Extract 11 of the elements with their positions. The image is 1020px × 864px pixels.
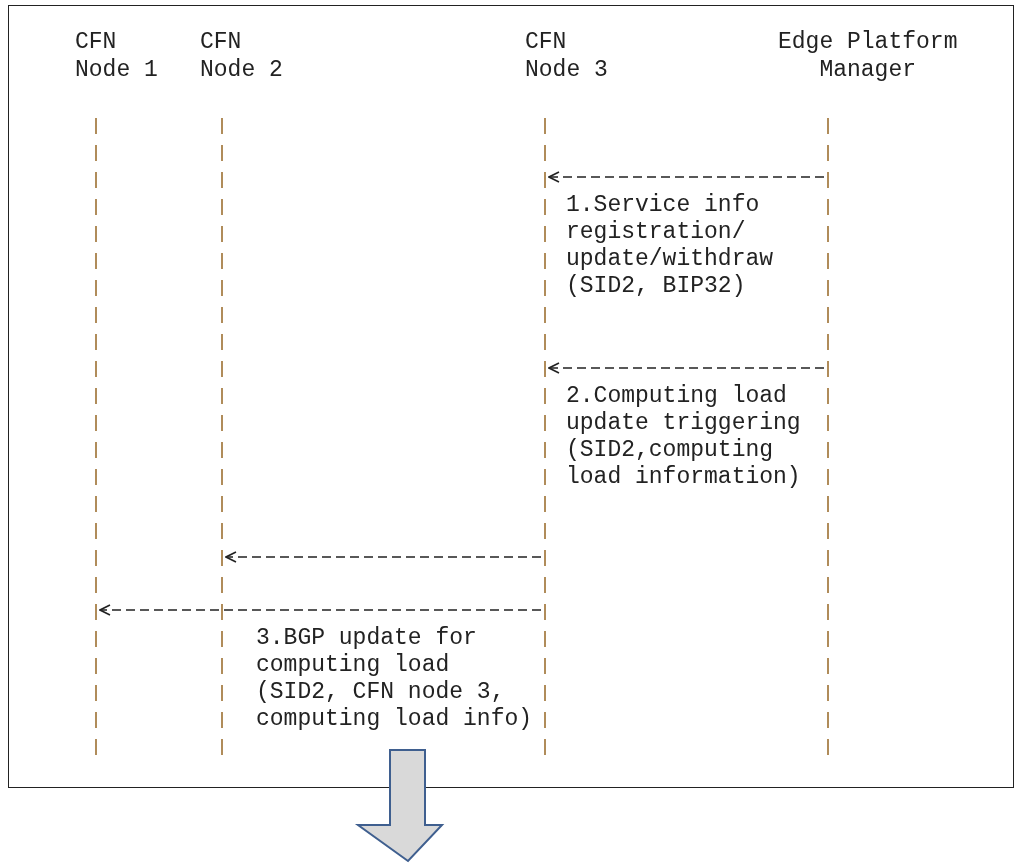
participant-label: Edge Platform Manager xyxy=(778,28,958,84)
participant-label: CFN Node 3 xyxy=(525,28,608,84)
message-arrow xyxy=(548,171,825,183)
message-label: 3.BGP update for computing load (SID2, CFN node 3, computing load info) xyxy=(256,625,533,733)
message-arrow xyxy=(548,362,825,374)
message-arrow xyxy=(99,604,542,616)
message-label: 2.Computing load update triggering (SID2,computing load information) xyxy=(566,383,801,491)
message-arrow xyxy=(225,551,542,563)
message-label: 1.Service info registration/ update/withdraw (SID2, BIP32) xyxy=(566,192,775,300)
participant-label: CFN Node 1 xyxy=(75,28,158,84)
participant-label: CFN Node 2 xyxy=(200,28,283,84)
